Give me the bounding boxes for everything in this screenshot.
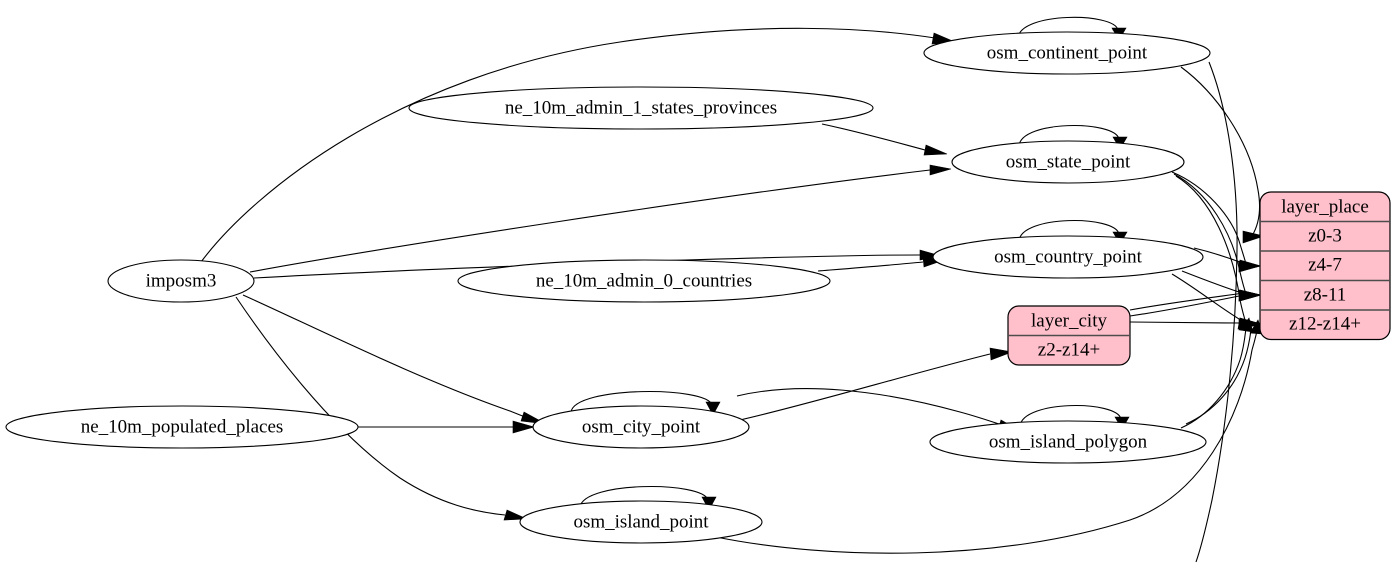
- record-node-layer_city[interactable]: layer_city z2-z14+: [1007, 305, 1131, 366]
- edge-self-osm_city_point: [570, 391, 713, 413]
- node-label: osm_city_point: [582, 416, 701, 437]
- node-shape-ellipse[interactable]: [408, 86, 874, 130]
- node-osm_city_point[interactable]: osm_city_point: [532, 405, 750, 449]
- node-ne_10m_admin_1_states_provinces[interactable]: ne_10m_admin_1_states_provinces: [408, 86, 874, 130]
- edge-self-osm_state_point: [1018, 125, 1120, 147]
- node-shape-ellipse[interactable]: [532, 405, 750, 449]
- edge-self-osm_island_point: [579, 485, 709, 508]
- record-title-layer_place: layer_place: [1281, 196, 1369, 217]
- node-osm_island_polygon[interactable]: osm_island_polygon: [929, 420, 1207, 464]
- edge-continent-through-line: [1195, 61, 1238, 563]
- record-row-layer_place-0[interactable]: z0-3: [1308, 225, 1342, 246]
- edge-osm_state_point-to-layer_place-z12-z14: [1175, 175, 1247, 324]
- node-imposm3[interactable]: imposm3: [107, 259, 255, 303]
- arrowhead-icon: [989, 347, 1014, 361]
- node-shape-ellipse[interactable]: [929, 420, 1207, 464]
- node-layer: imposm3 ne_10m_admin_1_states_provinces …: [5, 31, 1211, 544]
- node-shape-ellipse[interactable]: [923, 31, 1211, 75]
- edge-layer_city-to-layer_place-z12-z14: [1129, 321, 1245, 324]
- node-osm_continent_point[interactable]: osm_continent_point: [923, 31, 1211, 75]
- edge-osm_state_point-to-layer_place-z4-7: [1171, 171, 1247, 265]
- record-layer: layer_city z2-z14+ layer_place z0-3 z4-7…: [1007, 191, 1391, 366]
- node-shape-ellipse[interactable]: [951, 140, 1185, 184]
- node-ne_10m_populated_places[interactable]: ne_10m_populated_places: [5, 405, 359, 449]
- node-label: ne_10m_populated_places: [81, 416, 284, 437]
- arrowhead-icon: [1239, 317, 1254, 333]
- node-label: osm_state_point: [1006, 151, 1131, 172]
- node-shape-ellipse[interactable]: [932, 235, 1204, 279]
- edge-ne_states-to-osm_state_point: [821, 123, 926, 151]
- edge-osm_city_point-to-layer_city-z2-z14: [739, 353, 991, 421]
- record-row-layer_place-3[interactable]: z12-z14+: [1289, 313, 1361, 334]
- edge-ne_countries-to-osm_country_point: [817, 261, 924, 272]
- edge-osm_island_polygon-to-layer_place-z12-z14-alt: [1185, 329, 1252, 425]
- arrowhead-icon: [1239, 289, 1263, 302]
- arrowhead-icon: [705, 401, 721, 416]
- node-shape-ellipse[interactable]: [457, 259, 831, 303]
- node-shape-ellipse[interactable]: [5, 405, 359, 449]
- edge-imposm3-to-osm_state_point: [249, 169, 931, 273]
- node-label: osm_continent_point: [987, 42, 1148, 63]
- arrowhead-icon: [923, 144, 948, 156]
- node-label: osm_country_point: [994, 246, 1142, 267]
- edge-imposm3-to-osm_island_point: [235, 296, 506, 516]
- record-row-layer_city-0[interactable]: z2-z14+: [1038, 339, 1100, 360]
- edge-layer_city-to-layer_place-z12-z14-alt: [1129, 292, 1245, 311]
- edge-layer: [200, 16, 1266, 563]
- node-ne_10m_admin_0_countries[interactable]: ne_10m_admin_0_countries: [457, 259, 831, 303]
- edge-osm_city_point-to-osm_island_polygon: [736, 388, 1003, 426]
- node-osm_state_point[interactable]: osm_state_point: [951, 140, 1185, 184]
- arrowhead-icon: [1238, 259, 1262, 272]
- edge-osm_island_point-to-layer_place-z12-z14: [715, 330, 1258, 554]
- edge-imposm3-to-osm_continent_point: [200, 27, 936, 263]
- node-osm_island_point[interactable]: osm_island_point: [519, 500, 763, 544]
- edge-self-osm_country_point: [1018, 220, 1120, 242]
- edge-osm_state_point-to-layer_place-z8-11: [1173, 173, 1247, 295]
- arrowhead-icon: [1242, 230, 1266, 244]
- edge-self-osm_island_polygon: [1019, 405, 1122, 427]
- record-row-layer_place-1[interactable]: z4-7: [1308, 254, 1342, 275]
- arrowhead-icon: [512, 420, 536, 434]
- node-label: ne_10m_admin_1_states_provinces: [505, 97, 777, 118]
- record-box[interactable]: [1259, 191, 1391, 341]
- record-title-layer_city: layer_city: [1031, 310, 1107, 331]
- edge-osm_country_point-to-layer_place-z12-z14: [1171, 273, 1245, 323]
- node-label: osm_island_point: [573, 511, 709, 532]
- node-shape-ellipse[interactable]: [107, 259, 255, 303]
- edge-osm_continent_point-to-layer_place-z0-3: [1180, 66, 1261, 237]
- edge-imposm3-to-osm_city_point: [242, 294, 526, 418]
- arrowhead-icon: [503, 509, 528, 521]
- node-shape-ellipse[interactable]: [519, 500, 763, 544]
- arrowhead-icon: [929, 164, 952, 176]
- record-node-layer_place[interactable]: layer_place z0-3 z4-7 z8-11 z12-z14+: [1259, 191, 1391, 341]
- node-label: ne_10m_admin_0_countries: [536, 270, 752, 291]
- node-osm_country_point[interactable]: osm_country_point: [932, 235, 1204, 279]
- edge-self-osm_continent_point: [1017, 16, 1119, 39]
- arrowhead-icon: [701, 496, 717, 511]
- node-label: imposm3: [146, 270, 217, 291]
- node-label: osm_island_polygon: [989, 431, 1148, 452]
- edge-layer_city-to-layer_place-z8-11: [1129, 294, 1245, 317]
- record-row-layer_place-2[interactable]: z8-11: [1304, 284, 1347, 305]
